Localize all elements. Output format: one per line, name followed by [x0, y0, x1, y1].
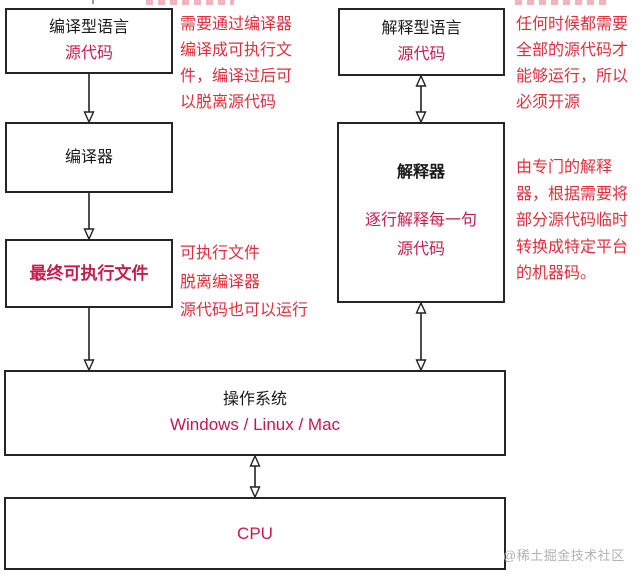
- node-executable-title: 最终可执行文件: [29, 263, 149, 283]
- arrowhead-down-icon: [83, 111, 95, 124]
- arrowhead-up-icon: [415, 301, 427, 314]
- clipped-text-fragment-right: [515, 0, 607, 5]
- node-compiler: 编译器: [5, 122, 173, 193]
- node-compiled-language: 编译型语言 源代码: [5, 8, 173, 74]
- annotation-executable: 可执行文件 脱离编译器 源代码也可以运行: [180, 245, 309, 319]
- node-compiler-title: 编译器: [64, 148, 113, 166]
- annotation-compiled-language: 需要通过编译器 编译成可执行文 件，编译过后可 以脱离源代码: [180, 16, 293, 111]
- node-cpu: CPU: [4, 497, 506, 570]
- node-os-title: 操作系统: [222, 391, 287, 408]
- node-os-subtitle: Windows / Linux / Mac: [169, 415, 341, 434]
- node-compiled-language-title: 编译型语言: [48, 19, 129, 36]
- node-interpreted-language: 解释型语言 源代码: [338, 8, 505, 76]
- arrowhead-down-icon: [83, 359, 95, 372]
- arrowhead-down-icon: [83, 228, 95, 241]
- node-os: 操作系统 Windows / Linux / Mac: [4, 370, 506, 456]
- arrowhead-down-icon: [415, 359, 427, 372]
- node-cpu-title: CPU: [237, 523, 273, 543]
- clipped-text-fragment-left: [146, 0, 234, 5]
- arrowhead-down-icon: [249, 486, 261, 499]
- watermark: @稀土掘金技术社区: [503, 548, 625, 563]
- arrowhead-up-icon: [415, 74, 427, 87]
- annotation-interpreted-language: 任何时候都需要 全部的源代码才 能够运行，所以 必须开源: [516, 16, 629, 111]
- node-executable: 最终可执行文件: [5, 239, 173, 308]
- annotation-interpreter: 由专门的解释 器，根据需要将 部分源代码临时 转换成特定平台 的机器码。: [516, 159, 629, 282]
- node-interpreter-title: 解释器: [396, 163, 445, 181]
- node-interpreter: 解释器 逐行解释每一句 源代码: [337, 122, 505, 303]
- node-compiled-language-subtitle: 源代码: [64, 45, 113, 62]
- node-interpreted-language-title: 解释型语言: [381, 20, 462, 37]
- clipped-line-fragment: [92, 0, 94, 4]
- arrowhead-down-icon: [415, 111, 427, 124]
- arrowhead-up-icon: [249, 454, 261, 467]
- node-interpreter-subtitle: 逐行解释每一句 源代码: [364, 211, 477, 258]
- node-interpreted-language-subtitle: 源代码: [397, 46, 446, 63]
